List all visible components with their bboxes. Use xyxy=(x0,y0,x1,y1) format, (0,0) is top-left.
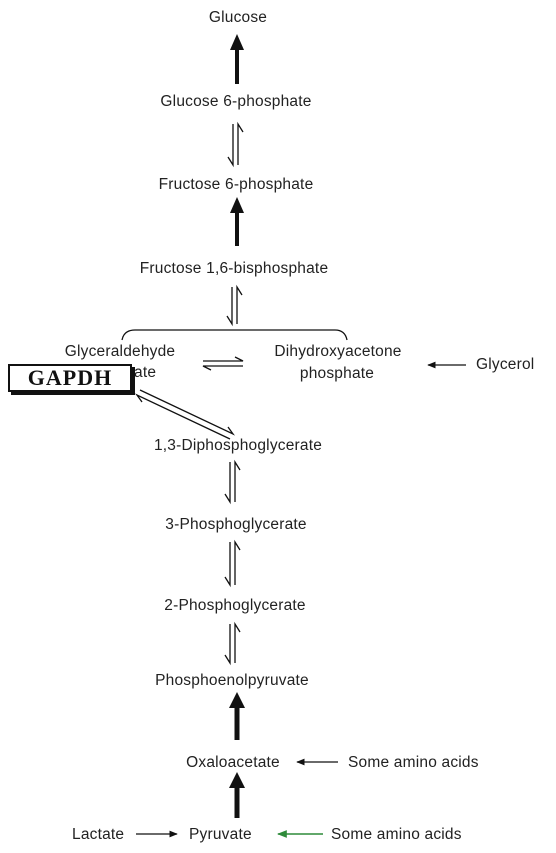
bold-arrow-oaa-to-pep xyxy=(229,692,245,740)
bold-arrow-g6p-to-glucose xyxy=(230,34,244,84)
label-glucose-6-phosphate: Glucose 6-phosphate xyxy=(160,93,312,110)
label-glyceraldehyde-3-phosphate-line1: Glyceraldehyde xyxy=(64,343,176,360)
label-some-amino-acids-oaa: Some amino acids xyxy=(348,754,479,771)
reversible-arrow-13bpg-3pg xyxy=(224,459,241,505)
label-2-phosphoglycerate: 2-Phosphoglycerate xyxy=(164,597,306,614)
label-lactate: Lactate xyxy=(72,826,125,843)
gapdh-enzyme-box: GAPDH xyxy=(8,364,132,392)
bold-arrow-pyr-to-oaa xyxy=(229,772,245,818)
aldolase-split-bracket xyxy=(121,329,348,341)
label-glycerol: Glycerol xyxy=(476,356,535,373)
label-glucose: Glucose xyxy=(208,9,268,26)
reversible-arrow-2pg-pep xyxy=(224,621,241,666)
reversible-arrow-fbp-aldolase xyxy=(226,284,243,327)
label-pyruvate: Pyruvate xyxy=(189,826,252,843)
reversible-arrow-triose-isomerase xyxy=(202,356,244,371)
reversible-arrow-3pg-2pg xyxy=(224,539,241,588)
reversible-arrow-g6p-f6p xyxy=(227,121,244,168)
label-phosphoenolpyruvate: Phosphoenolpyruvate xyxy=(155,672,309,689)
label-3-phosphoglycerate: 3-Phosphoglycerate xyxy=(165,516,307,533)
reversible-arrow-gapdh xyxy=(135,389,235,440)
label-some-amino-acids-pyruvate: Some amino acids xyxy=(331,826,462,843)
label-oxaloacetate: Oxaloacetate xyxy=(186,754,280,771)
label-fructose-1-6-bisphosphate: Fructose 1,6-bisphosphate xyxy=(139,260,329,277)
label-fructose-6-phosphate: Fructose 6-phosphate xyxy=(158,176,314,193)
label-dihydroxyacetone-phosphate-line1: Dihydroxyacetone xyxy=(274,343,402,360)
label-dihydroxyacetone-phosphate-line2: phosphate xyxy=(299,365,375,382)
label-1-3-diphosphoglycerate: 1,3-Diphosphoglycerate xyxy=(153,437,323,454)
bold-arrow-fbp-to-f6p xyxy=(230,197,244,246)
